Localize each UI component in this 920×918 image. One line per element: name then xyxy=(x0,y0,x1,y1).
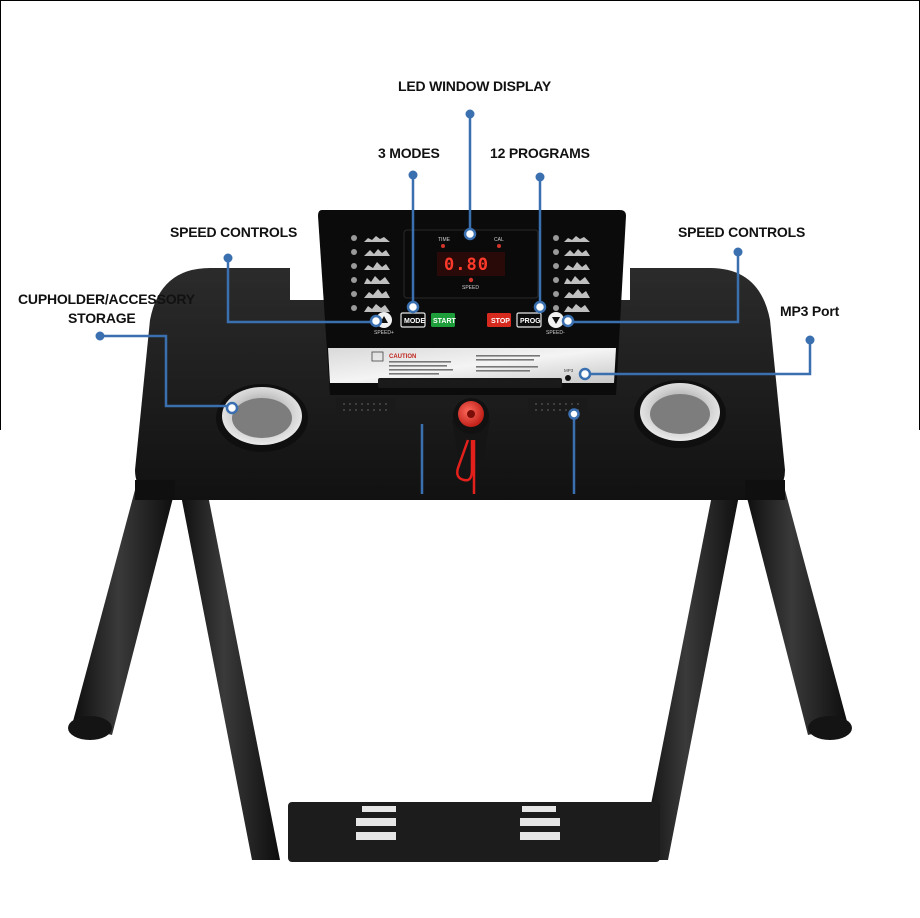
manual-icon xyxy=(371,351,384,362)
speed-down-button[interactable] xyxy=(548,312,564,328)
program-profiles-right xyxy=(553,235,590,312)
display-time-label: TIME xyxy=(438,237,451,243)
upright-posts xyxy=(178,480,742,860)
svg-text:PROG: PROG xyxy=(520,318,541,325)
cupholder-left xyxy=(216,384,308,452)
svg-text:START: START xyxy=(433,318,457,325)
label-led-window-display: LED WINDOW DISPLAY xyxy=(398,78,552,94)
label-speed-controls-left: SPEED CONTROLS xyxy=(170,224,297,240)
start-button[interactable]: START xyxy=(431,313,457,327)
mode-button[interactable]: MODE xyxy=(400,312,426,328)
left-handrail[interactable] xyxy=(68,490,175,740)
display-speed-label: SPEED xyxy=(462,285,479,291)
cal-indicator-led xyxy=(497,244,501,248)
speed-down-caption: SPEED- xyxy=(546,330,565,336)
speed-up-caption: SPEED+ xyxy=(374,330,394,336)
leader-lines xyxy=(95,109,815,494)
caution-panel: CAUTION MP3 xyxy=(371,351,574,375)
program-profiles-left xyxy=(351,235,390,312)
label-mp3-port: MP3 Port xyxy=(780,303,840,319)
speed-indicator-led xyxy=(468,277,474,283)
time-indicator-led xyxy=(441,244,445,248)
caution-title: CAUTION xyxy=(389,354,416,360)
display-readout: 0.80 xyxy=(444,255,489,275)
stop-button[interactable]: STOP xyxy=(487,313,511,327)
svg-text:STOP: STOP xyxy=(491,318,510,325)
safety-key[interactable] xyxy=(452,398,490,494)
callout-labels: LED WINDOW DISPLAY 3 MODES 12 PROGRAMS S… xyxy=(18,78,840,326)
mp3-port[interactable] xyxy=(565,375,571,381)
label-12-programs: 12 PROGRAMS xyxy=(490,145,590,161)
label-cupholder-line1: CUPHOLDER/ACCESSORY xyxy=(18,291,196,307)
svg-text:MODE: MODE xyxy=(404,318,425,325)
treadmill-deck xyxy=(288,802,660,862)
cupholder-right xyxy=(634,380,726,448)
display-cal-label: CAL xyxy=(494,237,504,243)
prog-button[interactable]: PROG xyxy=(516,312,542,328)
led-display: TIME CAL 0.80 SPEED xyxy=(403,229,539,299)
label-cupholder-line2: STORAGE xyxy=(68,310,136,326)
label-3-modes: 3 MODES xyxy=(378,145,440,161)
right-handrail[interactable] xyxy=(745,490,852,740)
label-speed-controls-right: SPEED CONTROLS xyxy=(678,224,805,240)
port-label: MP3 xyxy=(564,368,574,373)
